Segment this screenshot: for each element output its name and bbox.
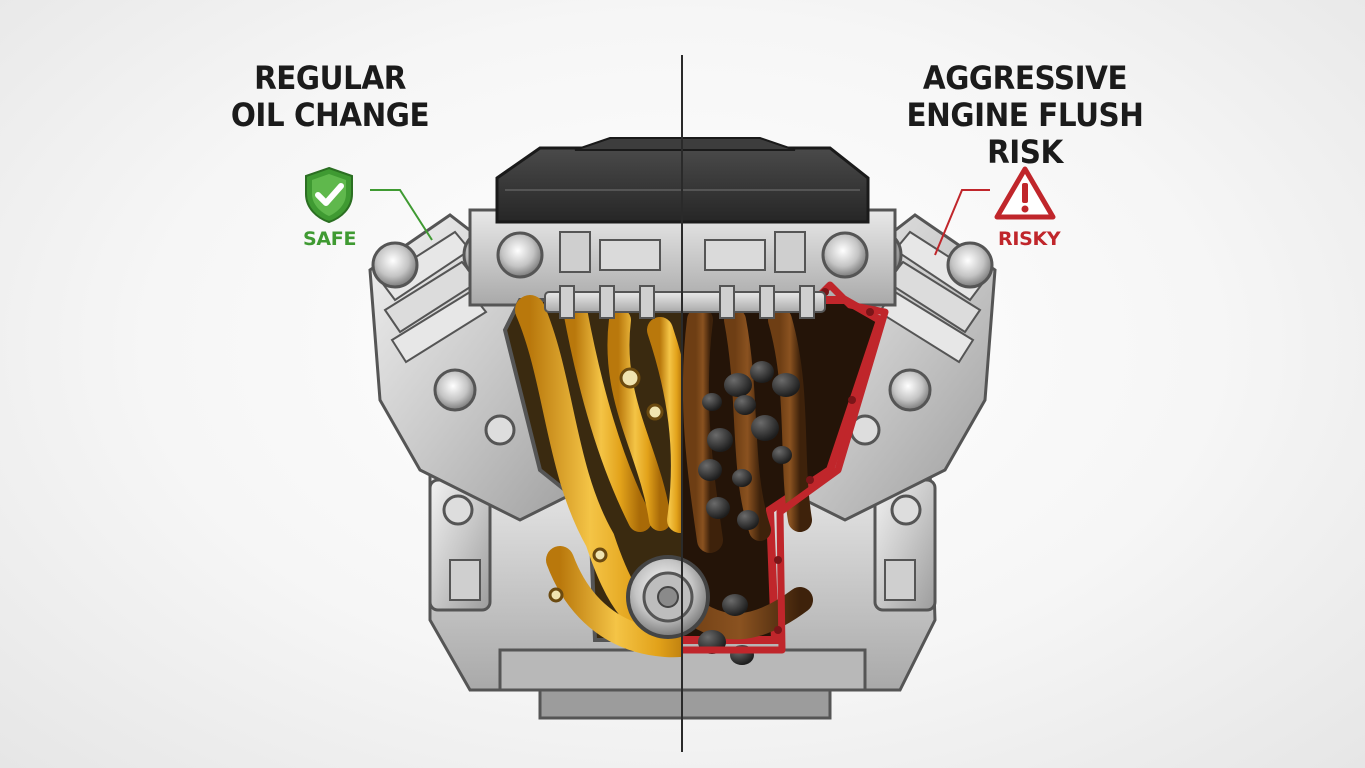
regular-oil-change-title: REGULAR OIL CHANGE — [210, 60, 449, 134]
title-line: OIL CHANGE — [230, 96, 430, 134]
title-line: ENGINE FLUSH RISK — [906, 96, 1144, 171]
warning-triangle-icon — [994, 166, 1056, 220]
shield-check-icon — [305, 166, 353, 224]
crank-pulley — [626, 555, 710, 639]
camshaft — [544, 285, 826, 319]
safe-callout-line — [370, 189, 433, 241]
title-line: AGGRESSIVE — [922, 59, 1128, 97]
risky-callout-line — [934, 189, 990, 256]
risky-status-label: RISKY — [998, 228, 1061, 250]
safe-status-label: SAFE — [303, 228, 357, 250]
aggressive-flush-title: AGGRESSIVE ENGINE FLUSH RISK — [869, 60, 1182, 171]
title-line: REGULAR — [254, 59, 406, 97]
